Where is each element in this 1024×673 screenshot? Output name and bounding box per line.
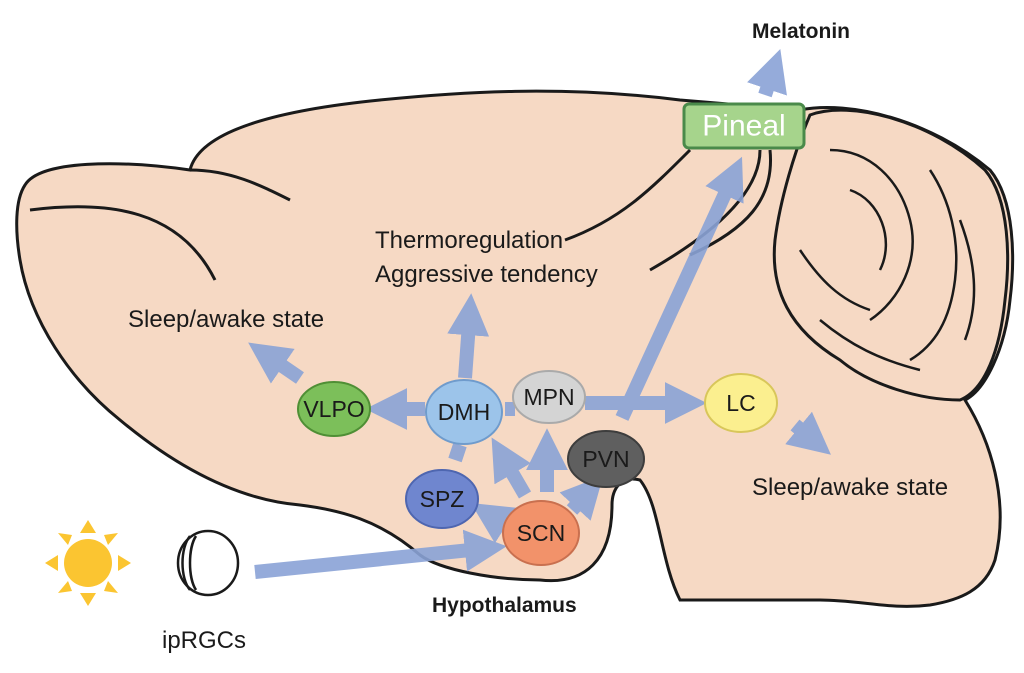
cerebellum-fold xyxy=(829,148,914,322)
node-vlpo: VLPO xyxy=(297,381,371,437)
cerebellum-fold xyxy=(798,249,871,312)
cortex-line xyxy=(564,148,692,242)
sleep-awake-left-label: Sleep/awake state xyxy=(128,306,324,333)
node-vlpo-label: VLPO xyxy=(303,396,364,422)
node-lc-label: LC xyxy=(726,390,755,416)
node-dmh-label: DMH xyxy=(438,399,490,425)
cerebellum-fold xyxy=(909,169,958,362)
node-mpn-label: MPN xyxy=(523,384,574,410)
node-mpn: MPN xyxy=(512,370,586,424)
pineal-box xyxy=(682,102,806,150)
arrow-pvn-to-pineal xyxy=(615,156,744,421)
node-scn-label: SCN xyxy=(517,520,566,546)
arrow-scn-to-pvn xyxy=(559,475,604,521)
arrow-vlpo-to-sleep xyxy=(248,342,304,384)
sun-icon xyxy=(45,520,131,606)
eye-icon xyxy=(176,529,240,597)
cortex-line xyxy=(649,149,762,272)
melatonin-label: Melatonin xyxy=(752,20,850,43)
node-lc: LC xyxy=(704,373,778,433)
node-spz-label: SPZ xyxy=(420,486,465,512)
arrow-spz-to-dmh xyxy=(448,442,467,463)
node-pvn: PVN xyxy=(567,430,645,488)
arrow-lc-to-sleep xyxy=(785,411,831,455)
thermoregulation-label: Thermoregulation xyxy=(375,227,563,254)
brain-outline xyxy=(15,89,1015,608)
pineal-label: Pineal xyxy=(702,110,785,143)
hypothalamus-label: Hypothalamus xyxy=(432,594,577,617)
node-pvn-label: PVN xyxy=(582,446,629,472)
arrow-eye-to-scn xyxy=(254,529,507,579)
node-scn: SCN xyxy=(502,500,580,566)
cortex-line xyxy=(189,168,291,202)
cerebellum-fold xyxy=(819,319,921,372)
aggressive-label: Aggressive tendency xyxy=(375,261,598,288)
arrow-scn-to-dmh xyxy=(491,437,532,499)
node-spz: SPZ xyxy=(405,469,479,529)
cerebellum-fold xyxy=(849,188,888,271)
cortex-line xyxy=(29,205,217,281)
iprgcs-label: ipRGCs xyxy=(162,627,246,654)
sleep-awake-right-label: Sleep/awake state xyxy=(752,474,948,501)
arrow-dmh-to-thermo xyxy=(447,293,490,379)
cerebellum-fold xyxy=(958,219,976,341)
arrow-pineal-to-melatonin xyxy=(747,49,787,98)
cerebellum xyxy=(772,108,1010,402)
node-dmh: DMH xyxy=(425,379,503,445)
